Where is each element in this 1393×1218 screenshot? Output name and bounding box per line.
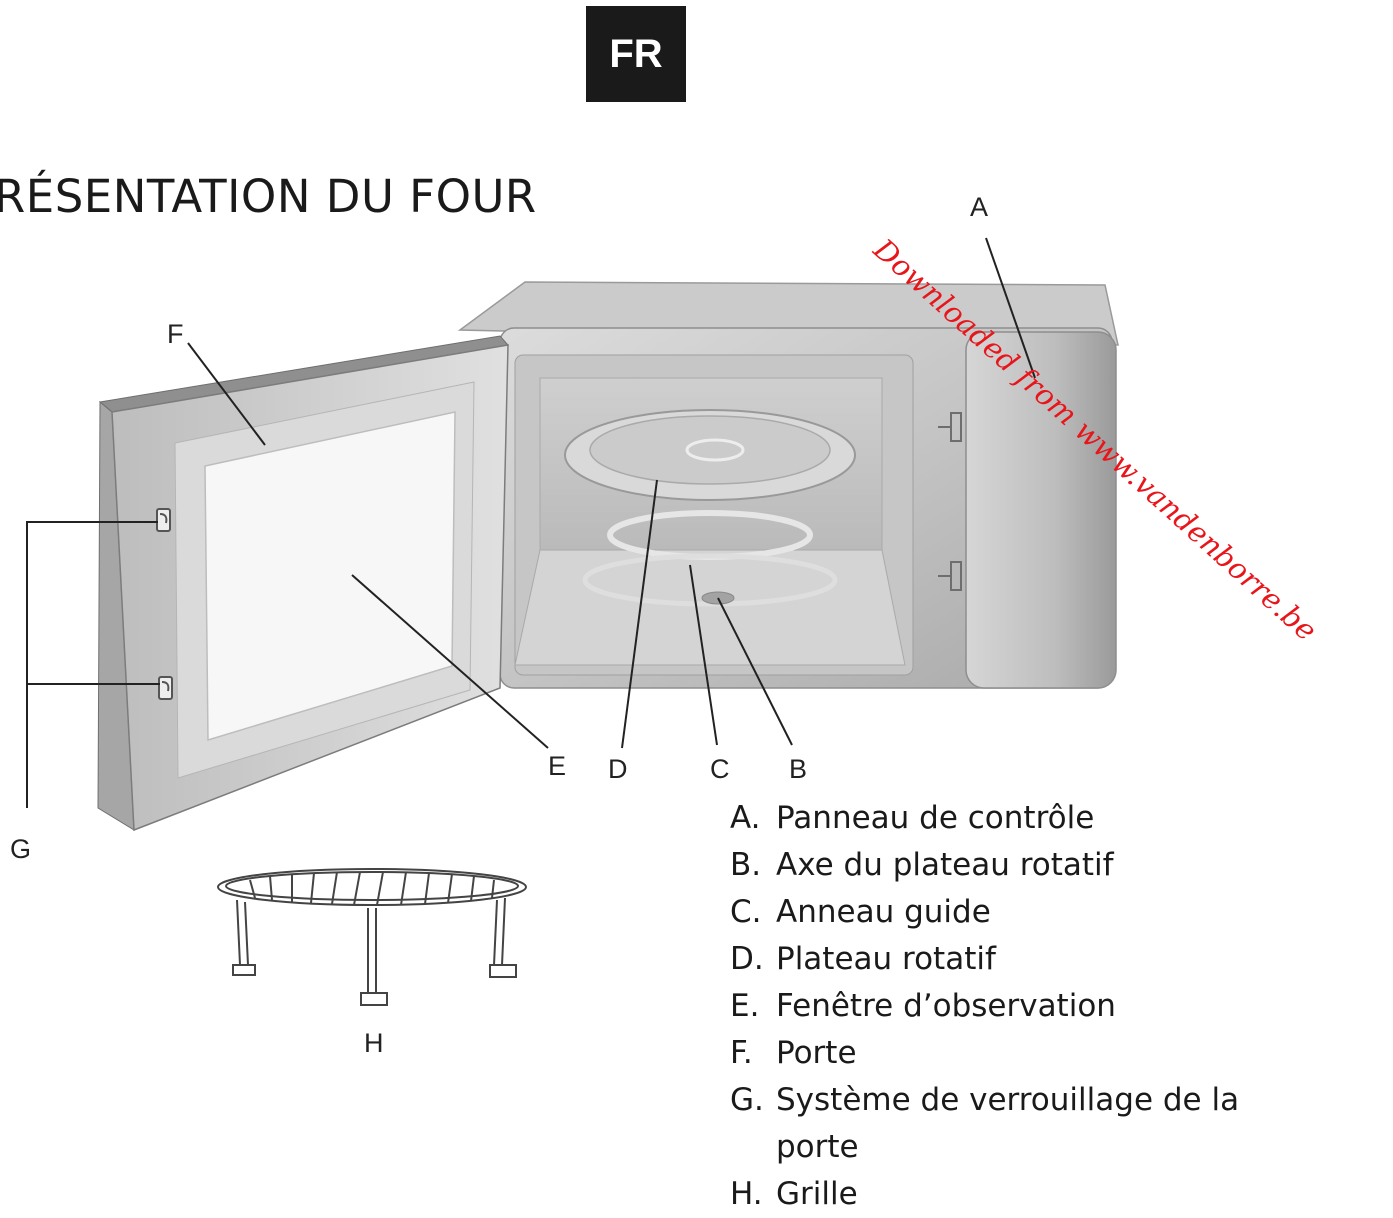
legend-letter: D. (730, 941, 764, 977)
leader-line-d (621, 479, 658, 749)
callout-e: E (548, 751, 566, 781)
door-latch-hook-upper (156, 508, 171, 532)
legend-letter: G. (730, 1082, 764, 1118)
legend-text: Fenêtre d’observation (776, 988, 1116, 1024)
legend-item-a: A. Panneau de contrôle (730, 795, 1296, 842)
callout-c: C (710, 754, 730, 784)
callout-d: D (608, 754, 628, 784)
parts-legend: A. Panneau de contrôle B. Axe du plateau r… (730, 795, 1296, 1218)
oven-body (457, 281, 1119, 689)
legend-item-g: G. Système de verrouillage de la porte (730, 1077, 1296, 1171)
legend-letter: F. (730, 1035, 753, 1071)
legend-text: Porte (776, 1035, 857, 1071)
callout-h: H (364, 1028, 384, 1058)
legend-text: Grille (776, 1176, 858, 1212)
oven-door (97, 335, 509, 832)
page-title: RÉSENTATION DU FOUR (0, 170, 537, 223)
legend-text: Panneau de contrôle (776, 800, 1095, 836)
legend-text: Anneau guide (776, 894, 991, 930)
legend-text: Axe du plateau rotatif (776, 847, 1114, 883)
legend-letter: H. (730, 1176, 763, 1212)
leader-line-f (187, 342, 266, 446)
legend-item-e: E. Fenêtre d’observation (730, 983, 1296, 1030)
leader-line-b (717, 597, 793, 746)
leader-line-g (26, 521, 158, 808)
legend-item-b: B. Axe du plateau rotatif (730, 842, 1296, 889)
legend-item-h: H. Grille (730, 1171, 1296, 1218)
control-panel (965, 331, 1117, 689)
callout-g: G (10, 834, 31, 864)
latch-slot-upper (938, 412, 962, 442)
observation-window (204, 411, 456, 742)
callout-f: F (167, 319, 184, 349)
legend-letter: C. (730, 894, 762, 930)
legend-text: Plateau rotatif (776, 941, 996, 977)
grill-rack (217, 868, 527, 1006)
leader-line-a (985, 237, 1036, 379)
legend-item-d: D. Plateau rotatif (730, 936, 1296, 983)
latch-slot-lower (938, 561, 962, 591)
leader-line-e (351, 574, 549, 749)
legend-text: Système de verrouillage de la porte (776, 1082, 1240, 1165)
legend-letter: B. (730, 847, 762, 883)
language-badge: FR (586, 6, 686, 102)
legend-item-f: F. Porte (730, 1030, 1296, 1077)
legend-item-c: C. Anneau guide (730, 889, 1296, 936)
legend-letter: A. (730, 800, 761, 836)
leader-line-c (689, 564, 718, 746)
door-latch-hook-lower (158, 676, 173, 700)
callout-a: A (970, 192, 988, 222)
callout-b: B (789, 754, 807, 784)
legend-letter: E. (730, 988, 760, 1024)
